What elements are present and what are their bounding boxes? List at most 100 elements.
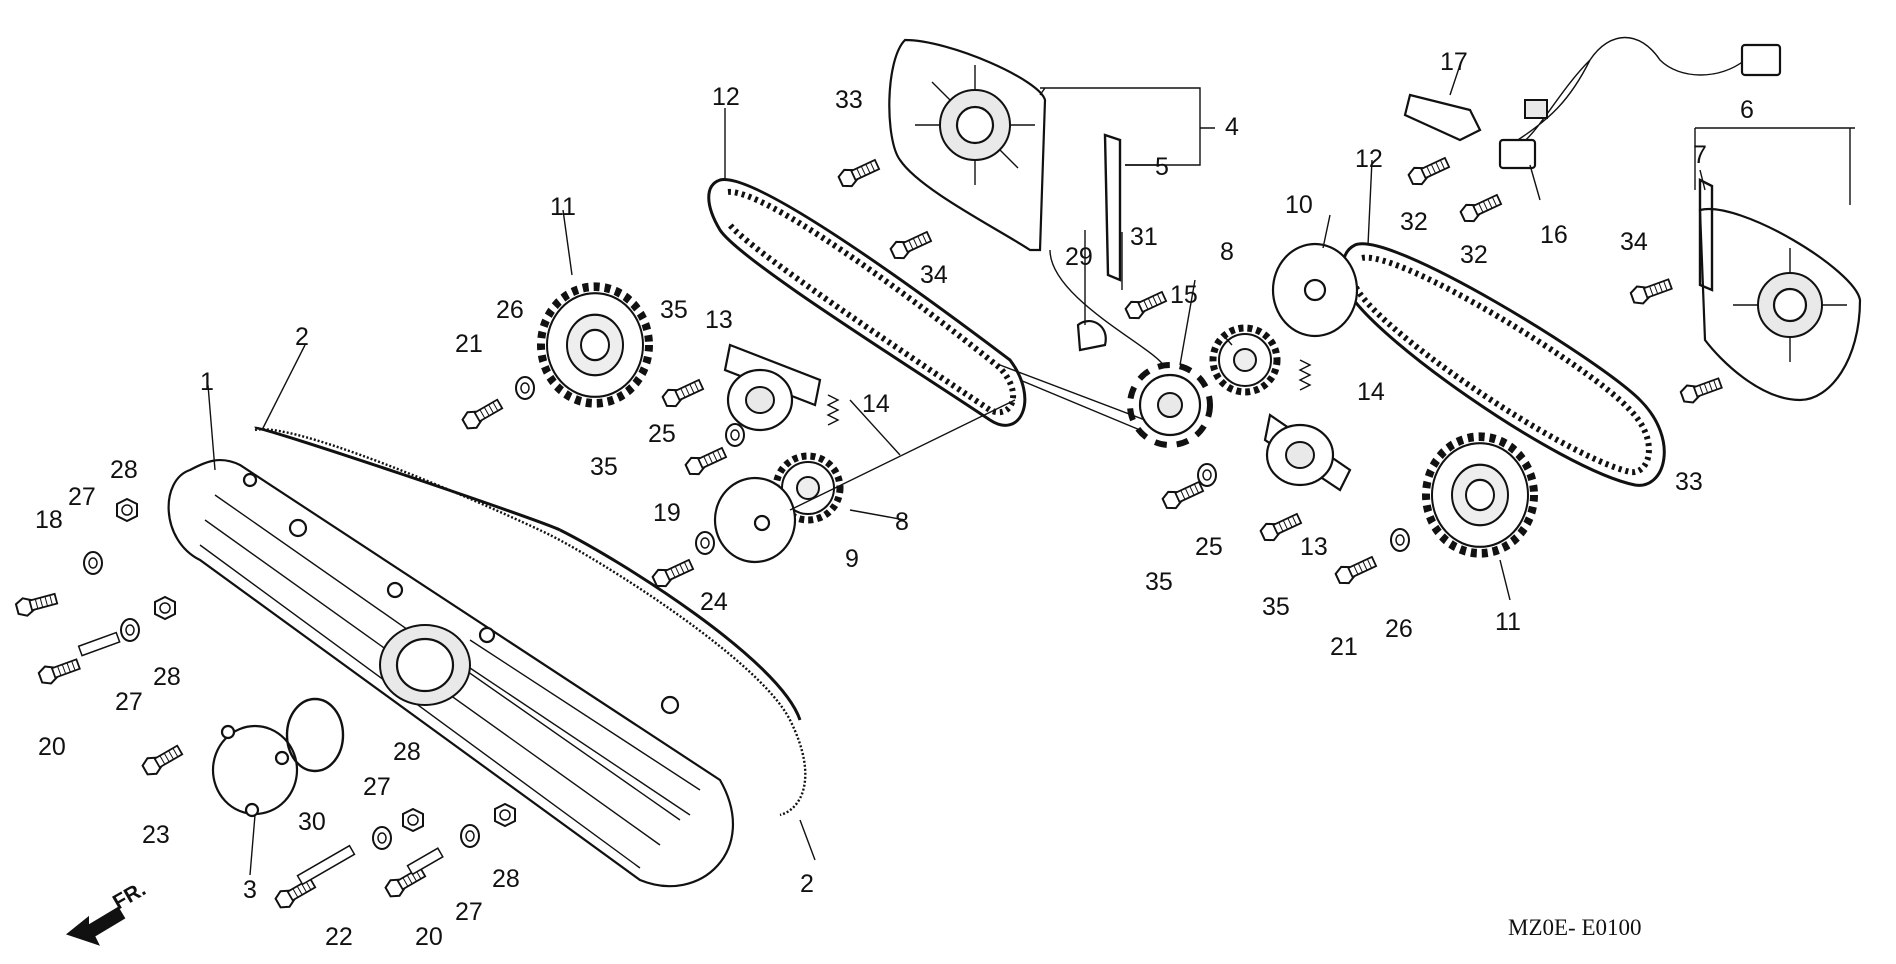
label-8-b: 8 bbox=[895, 508, 909, 536]
label-14-b: 14 bbox=[1357, 378, 1385, 406]
washer-27-c bbox=[372, 826, 392, 850]
label-1: 1 bbox=[200, 368, 214, 396]
label-35-a: 35 bbox=[660, 296, 688, 324]
bolt-34-right bbox=[1628, 274, 1675, 308]
label-11-a: 11 bbox=[550, 193, 576, 221]
label-20-a: 20 bbox=[38, 733, 66, 761]
label-27-a: 27 bbox=[68, 483, 96, 511]
label-33-a: 33 bbox=[835, 86, 863, 114]
bolt-23 bbox=[139, 741, 186, 779]
label-21-b: 21 bbox=[1330, 633, 1358, 661]
grommet-28-c bbox=[402, 808, 424, 832]
label-27-b: 27 bbox=[115, 688, 143, 716]
label-8-a: 8 bbox=[1220, 238, 1234, 266]
plate-seal-left bbox=[1103, 133, 1122, 282]
rear-plate-left bbox=[888, 38, 1047, 252]
label-26-a: 26 bbox=[496, 296, 524, 324]
label-23: 23 bbox=[142, 821, 170, 849]
label-24: 24 bbox=[700, 588, 728, 616]
bolt-32-lower bbox=[1457, 190, 1504, 226]
front-direction-arrow: FR. bbox=[65, 877, 150, 946]
cover-cap bbox=[211, 724, 299, 818]
label-13-b: 13 bbox=[1300, 533, 1328, 561]
washer-27-b bbox=[120, 618, 140, 642]
cam-pulley-left bbox=[541, 287, 649, 404]
bolt-20-lower bbox=[382, 847, 444, 901]
label-2-b: 2 bbox=[800, 870, 814, 898]
label-5: 5 bbox=[1155, 153, 1169, 181]
bolt-34-left bbox=[887, 227, 934, 263]
grommet-28-d bbox=[494, 803, 516, 827]
bolt-35-lower-left bbox=[682, 443, 729, 479]
label-33-b: 33 bbox=[1675, 468, 1703, 496]
washer-26-right bbox=[1390, 528, 1410, 552]
tensioner-right bbox=[1263, 413, 1352, 492]
diagram-code: MZ0E- E0100 bbox=[1508, 915, 1642, 940]
bolt-35-right bbox=[1257, 509, 1304, 545]
timing-belt-cover bbox=[167, 458, 734, 888]
label-18: 18 bbox=[35, 506, 63, 534]
rear-plate-right bbox=[1698, 207, 1862, 402]
label-28-d: 28 bbox=[492, 865, 520, 893]
harness-clamp bbox=[1403, 93, 1482, 142]
label-32-b: 32 bbox=[1460, 241, 1488, 269]
cam-pulley-right bbox=[1426, 437, 1534, 554]
label-15: 15 bbox=[1170, 281, 1198, 309]
washer-25-right bbox=[1197, 463, 1217, 487]
label-2-a: 2 bbox=[295, 323, 309, 351]
label-20-b: 20 bbox=[415, 923, 443, 951]
label-26-b: 26 bbox=[1385, 615, 1413, 643]
label-25-b: 25 bbox=[1195, 533, 1223, 561]
cover-gasket bbox=[254, 428, 807, 817]
label-30: 30 bbox=[298, 808, 326, 836]
label-12-b: 12 bbox=[1355, 145, 1383, 173]
label-3: 3 bbox=[243, 876, 257, 904]
label-34-a: 34 bbox=[920, 261, 948, 289]
bolt-32-upper bbox=[1405, 153, 1452, 189]
bolt-20-upper bbox=[36, 631, 121, 688]
washer-27-d bbox=[460, 824, 480, 848]
grommet-28-a bbox=[116, 498, 138, 522]
label-28-b: 28 bbox=[153, 663, 181, 691]
tensioner-left bbox=[723, 343, 822, 432]
plate-seal-right bbox=[1698, 178, 1714, 292]
label-21-a: 21 bbox=[455, 330, 483, 358]
label-25-a: 25 bbox=[648, 420, 676, 448]
label-10: 10 bbox=[1285, 191, 1313, 219]
label-35-c: 35 bbox=[1145, 568, 1173, 596]
washer-26-left bbox=[515, 376, 535, 400]
label-11-b: 11 bbox=[1495, 608, 1521, 636]
label-28-c: 28 bbox=[393, 738, 421, 766]
label-28-a: 28 bbox=[110, 456, 138, 484]
timing-belt-left bbox=[707, 178, 1027, 427]
washer-24 bbox=[695, 531, 715, 555]
bolt-31 bbox=[1122, 287, 1169, 323]
bolt-21-right bbox=[1332, 552, 1379, 588]
label-29: 29 bbox=[1065, 243, 1093, 271]
label-22: 22 bbox=[325, 923, 353, 951]
bolt-18 bbox=[13, 589, 60, 619]
bolt-33-left bbox=[835, 155, 882, 191]
label-6: 6 bbox=[1740, 96, 1754, 124]
bolt-35-upper-left bbox=[659, 375, 706, 411]
label-4: 4 bbox=[1225, 113, 1239, 141]
bolt-22 bbox=[272, 844, 356, 912]
bolt-33-right bbox=[1678, 373, 1725, 407]
label-27-c: 27 bbox=[363, 773, 391, 801]
label-27-d: 27 bbox=[455, 898, 483, 926]
label-13-a: 13 bbox=[705, 306, 733, 334]
pulse-rotor bbox=[1127, 362, 1213, 448]
label-31: 31 bbox=[1130, 223, 1158, 251]
label-16: 16 bbox=[1540, 221, 1568, 249]
bolt-21-left bbox=[459, 395, 506, 433]
label-14-a: 14 bbox=[862, 390, 890, 418]
label-32-a: 32 bbox=[1400, 208, 1428, 236]
tensioner-spring-left bbox=[826, 394, 840, 426]
o-ring bbox=[285, 697, 345, 773]
washer-27-a bbox=[83, 551, 103, 575]
tensioner-spring-right bbox=[1298, 359, 1312, 391]
label-9: 9 bbox=[845, 545, 859, 573]
label-12-a: 12 bbox=[712, 83, 740, 111]
clip bbox=[1076, 320, 1107, 352]
